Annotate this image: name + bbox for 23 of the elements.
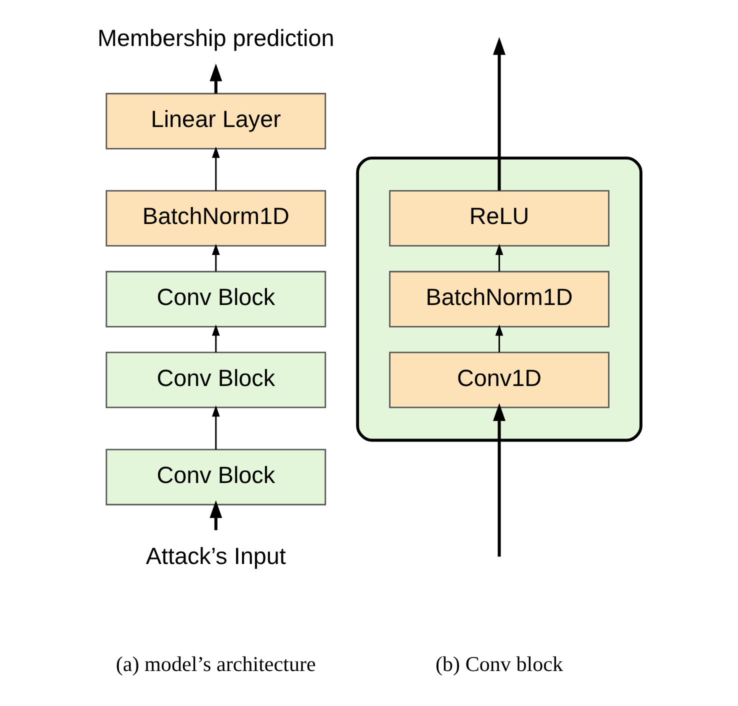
node-box: Conv Block: [106, 448, 326, 506]
node-box: BatchNorm1D: [389, 270, 610, 328]
arrow: [493, 37, 506, 190]
node-box: Conv1D: [389, 352, 610, 408]
node-box: Conv Block: [106, 352, 326, 408]
node-box: ReLU: [389, 190, 610, 247]
node-box: Conv Block: [106, 270, 326, 328]
arrow: [212, 405, 220, 450]
label: (b) Conv block: [436, 652, 564, 676]
arrow: [493, 403, 506, 557]
arrow: [212, 146, 220, 191]
node-text: Membership prediction: [98, 25, 334, 52]
cluster: [356, 156, 642, 442]
node-box: Linear Layer: [106, 92, 326, 150]
arrow: [210, 500, 222, 530]
arrow: [495, 324, 504, 352]
arrow: [210, 63, 222, 94]
arrow: [212, 244, 220, 272]
arrow: [495, 244, 504, 272]
label: (a) model’s architecture: [116, 652, 316, 676]
node-box: BatchNorm1D: [106, 190, 326, 247]
arrow: [212, 324, 220, 352]
node-text: Attack’s Input: [146, 542, 286, 569]
